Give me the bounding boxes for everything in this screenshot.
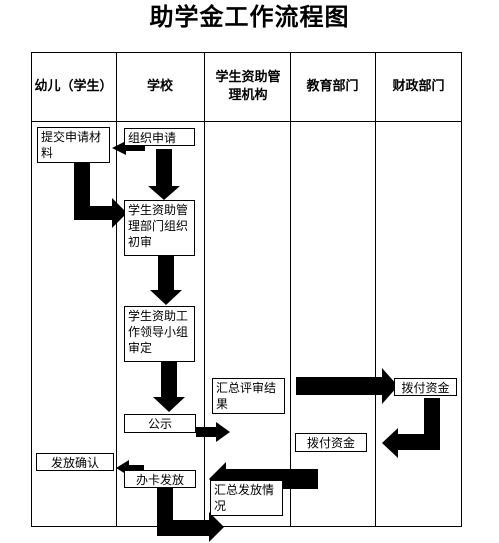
node-summarize-issuance: 汇总发放情况 [210, 480, 283, 516]
node-finance-allocate: 拨付资金 [394, 378, 457, 396]
node-card-issuance: 办卡发放 [124, 470, 196, 488]
column-header-aid-agency: 学生资助管理机构 [215, 69, 281, 103]
arrow-preliminary-to-approve [150, 256, 182, 305]
node-publicize: 公示 [124, 414, 196, 433]
column-divider [290, 52, 291, 527]
column-divider [204, 52, 205, 527]
node-organize-application: 组织申请 [124, 128, 195, 146]
node-submit-materials: 提交申请材料 [37, 127, 110, 163]
node-education-allocate: 拨付资金 [295, 433, 367, 452]
arrow-summarize-to-finance [296, 368, 398, 404]
column-header-school: 学校 [146, 78, 173, 94]
column-divider [116, 52, 117, 527]
flowchart-table [31, 52, 462, 527]
node-summarize-results: 汇总评审结果 [212, 378, 285, 414]
arrow-issue-to-report [157, 483, 224, 542]
node-issue-confirmation: 发放确认 [36, 453, 114, 471]
arrow-approve-to-publicize [153, 362, 185, 412]
arrow-organize-to-preliminary [148, 149, 180, 200]
arrow-issue-to-confirm [116, 460, 144, 476]
arrow-publicize-to-summarize [196, 422, 230, 442]
arrow-organize-to-submit [112, 141, 145, 155]
column-header-student: 幼儿（学生） [34, 78, 113, 94]
column-header-education-dept: 教育部门 [306, 78, 359, 94]
column-divider [375, 52, 376, 527]
node-preliminary-review: 学生资助管理部门组织初审 [124, 200, 195, 256]
arrow-finance-to-education [382, 398, 440, 458]
arrow-submit-to-preliminary [74, 162, 127, 228]
column-header-finance-dept: 财政部门 [392, 78, 445, 94]
node-approval: 学生资助工作领导小组审定 [124, 306, 195, 362]
page-title: 助学金工作流程图 [149, 2, 350, 31]
header-divider [31, 121, 462, 122]
